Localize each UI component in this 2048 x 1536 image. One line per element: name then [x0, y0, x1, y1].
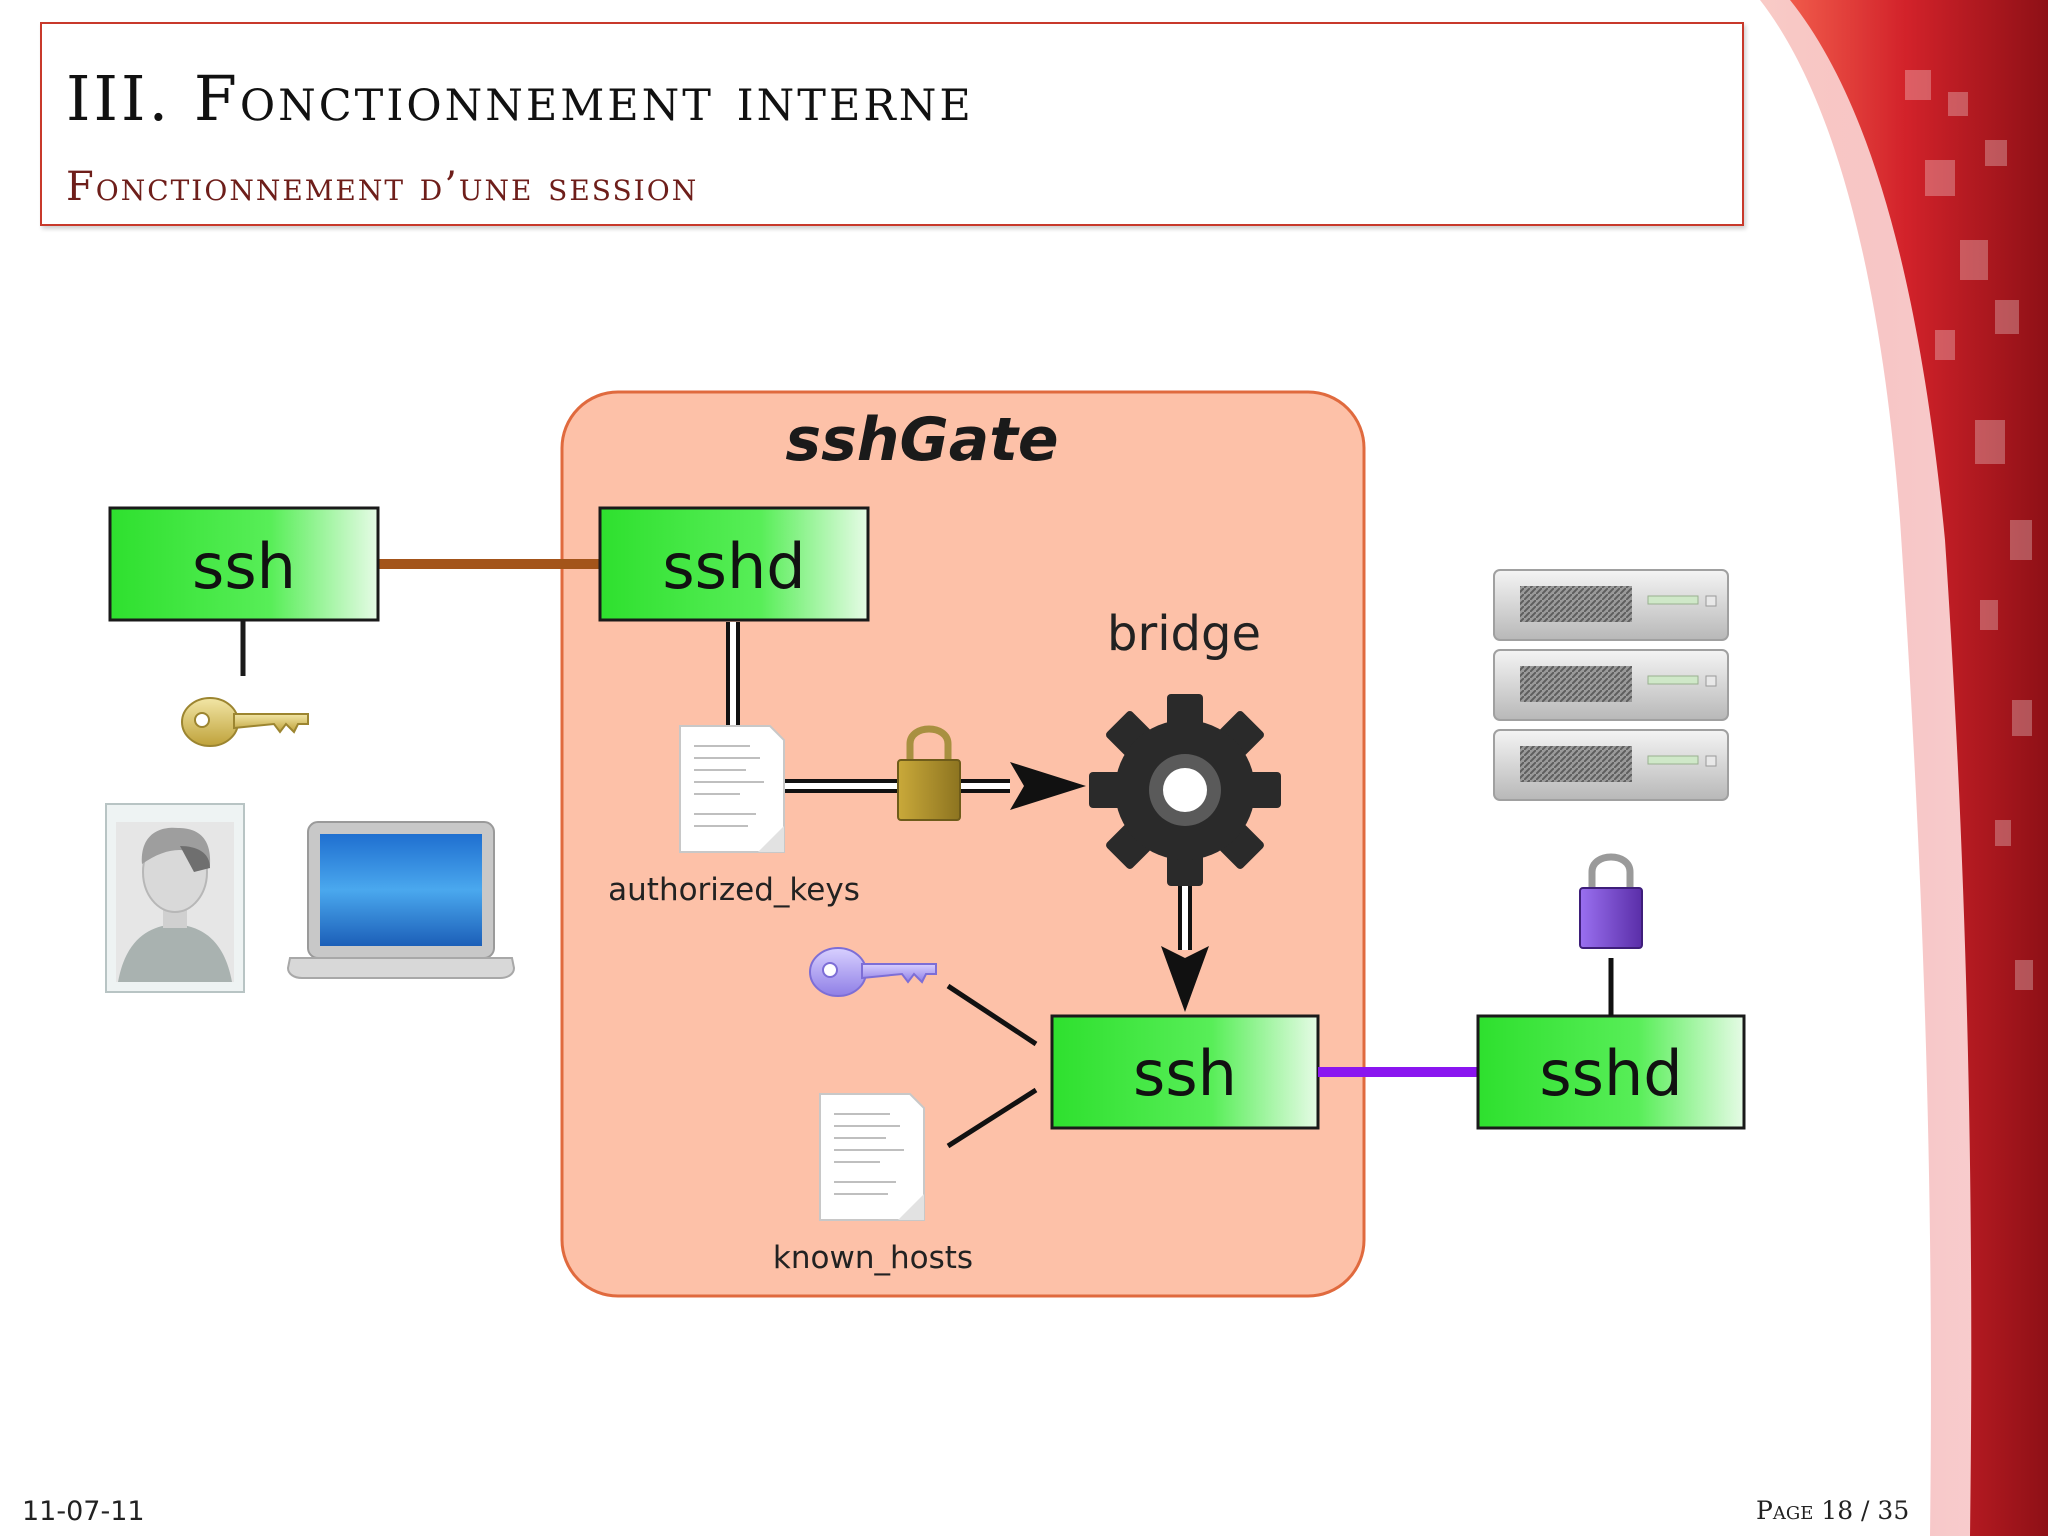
slide-title: III. Fonctionnement interne: [66, 62, 974, 135]
footer-page-number: 18 / 35: [1821, 1496, 1910, 1525]
server-sshd-box: [1476, 1014, 1746, 1130]
gold-key-icon: [181, 697, 309, 747]
client-ssh-box: [108, 506, 380, 622]
sshgate-label: sshGate: [785, 405, 1058, 475]
server-sshd-label: sshd: [1539, 1037, 1682, 1110]
purple-key-icon: [809, 947, 937, 997]
user-photo-icon: [105, 803, 245, 993]
known-hosts-connector: [946, 1087, 1038, 1149]
gear-icon: [1089, 694, 1281, 886]
ssh-arrowhead: [1161, 946, 1209, 1012]
known-hosts-label: known_hosts: [773, 1240, 973, 1276]
server-rack-icon: [1493, 569, 1729, 801]
authorized-keys-document-icon: [679, 725, 785, 853]
footer-date: 11-07-11: [22, 1496, 145, 1527]
slide-header: III. Fonctionnement interne Fonctionneme…: [40, 22, 1744, 226]
gateway-ssh-label: ssh: [1133, 1037, 1237, 1110]
known-hosts-document-icon: [819, 1093, 925, 1221]
swoosh-tiles: [1905, 70, 2033, 990]
bridge-label: bridge: [1107, 606, 1261, 662]
purple-lock-icon: [1579, 853, 1643, 949]
gateway-ssh-box: [1050, 1014, 1320, 1130]
footer-page-indicator: Page 18 / 35: [1756, 1496, 1909, 1525]
gateway-sshd-label: sshd: [662, 530, 805, 603]
slide-subtitle: Fonctionnement d’une session: [66, 164, 699, 210]
bridge-arrowhead: [1010, 762, 1086, 810]
gold-lock-icon: [897, 725, 961, 821]
purple-key-connector: [946, 983, 1038, 1047]
authorized-keys-label: authorized_keys: [608, 872, 860, 908]
laptop-icon: [286, 821, 516, 979]
footer-page-word: Page: [1756, 1496, 1814, 1525]
swoosh-main: [1790, 0, 2048, 1536]
client-ssh-label: ssh: [192, 530, 296, 603]
gateway-sshd-box: [598, 506, 870, 622]
